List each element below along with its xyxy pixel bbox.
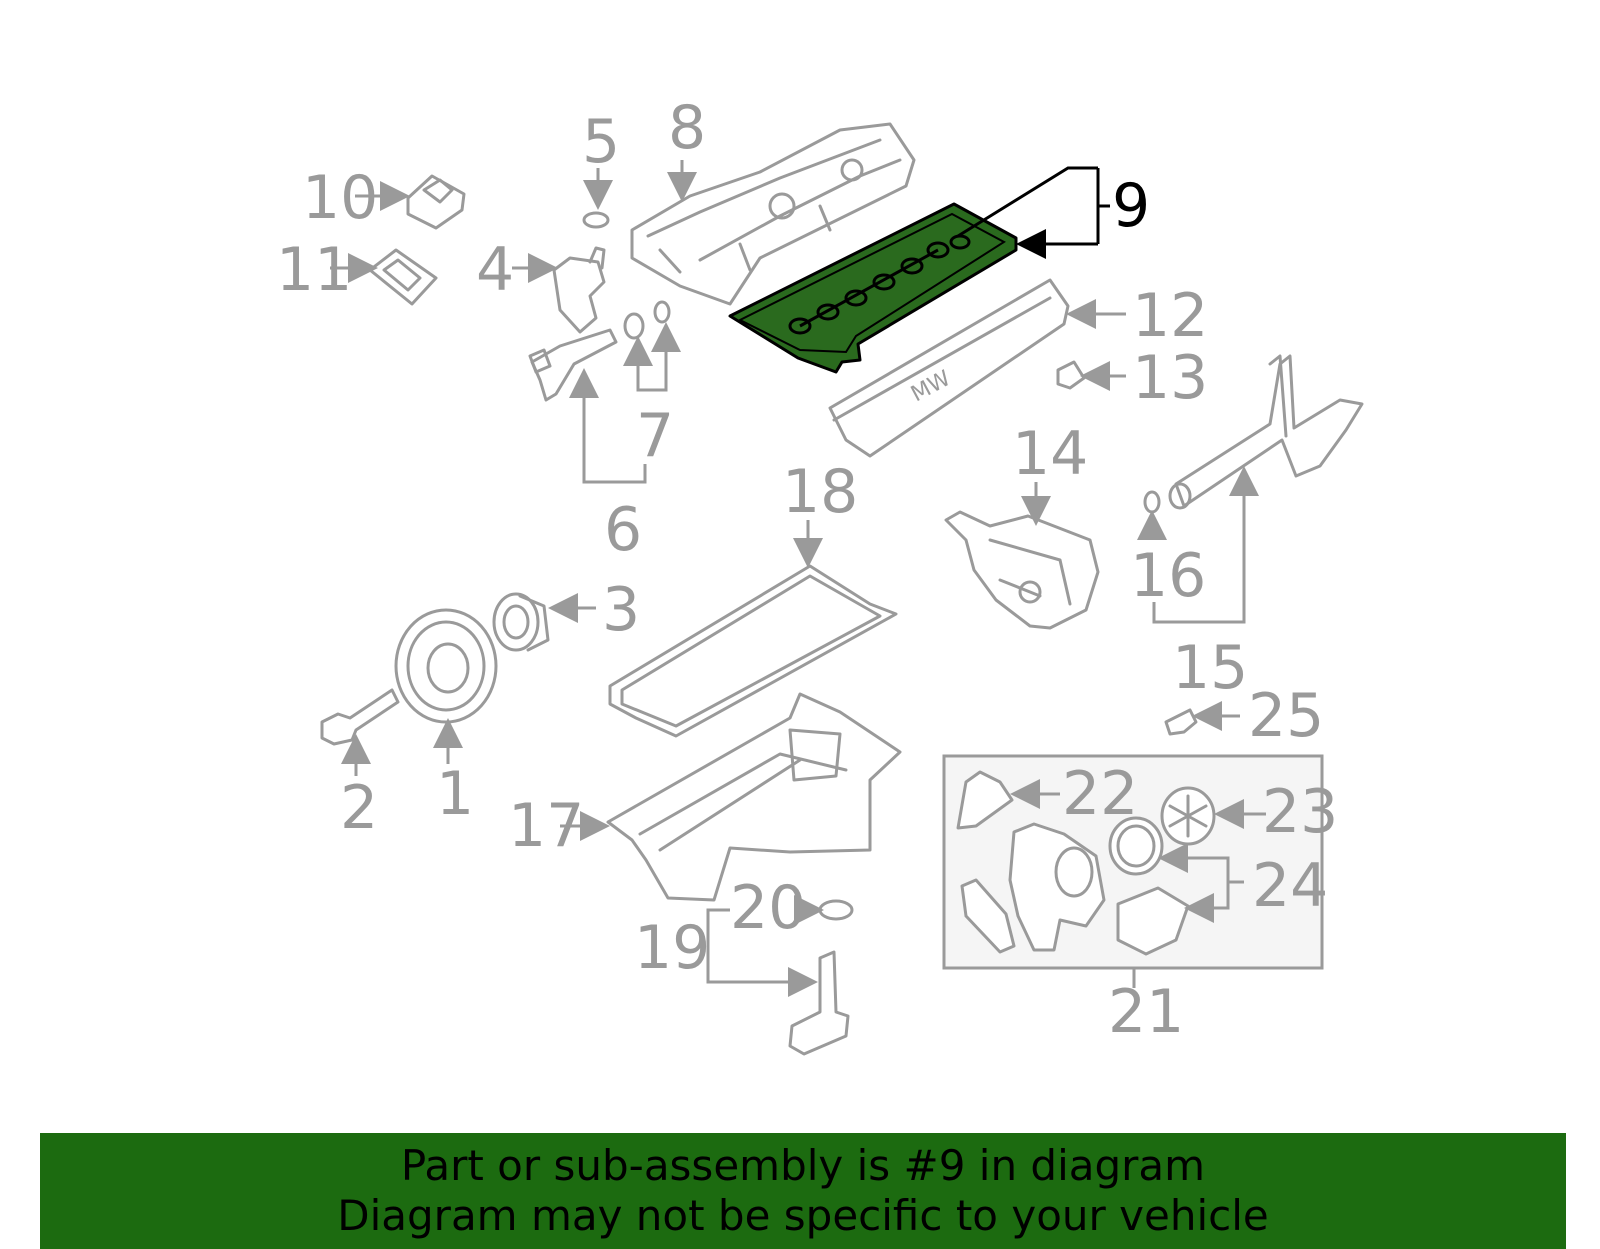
part-17-oil-pan — [560, 692, 902, 902]
callout-13: 13 — [1132, 343, 1208, 413]
part-23-cap — [1160, 786, 1266, 846]
callout-8: 8 — [668, 93, 706, 163]
part-15-tube — [1152, 354, 1364, 624]
callout-21: 21 — [1108, 977, 1184, 1047]
part-8-valve-cover — [630, 122, 916, 306]
part-22-gasket — [956, 770, 1060, 830]
callout-10: 10 — [302, 163, 378, 233]
part-11-gasket — [330, 248, 438, 306]
callout-23: 23 — [1262, 777, 1338, 847]
callout-22: 22 — [1062, 759, 1138, 829]
callout-5: 5 — [582, 107, 620, 177]
callout-14: 14 — [1012, 419, 1088, 489]
part-13-plug — [1056, 360, 1126, 391]
part-25-switch — [1164, 701, 1240, 736]
part-3-hub — [492, 592, 596, 652]
callout-1: 1 — [436, 759, 474, 829]
callout-3: 3 — [602, 575, 640, 645]
part-7-seals — [623, 300, 681, 392]
callout-16: 16 — [1130, 541, 1206, 611]
callout-24: 24 — [1252, 851, 1328, 921]
callout-6: 6 — [604, 495, 642, 565]
part-2-bolt — [320, 688, 400, 776]
banner-line-2: Diagram may not be specific to your vehi… — [337, 1191, 1269, 1240]
callout-18: 18 — [782, 457, 858, 527]
part-18-pan-gasket — [608, 520, 898, 738]
part-16-oring — [1137, 490, 1167, 540]
callout-19: 19 — [634, 913, 710, 983]
part-5-oring — [582, 168, 613, 229]
part-1-pulley — [394, 608, 498, 764]
part-4-sensor — [512, 246, 606, 334]
callout-15: 15 — [1172, 633, 1248, 703]
part-14-pump — [944, 482, 1100, 630]
part-19-plug — [706, 908, 850, 1056]
part-12-cover: MW — [828, 278, 1126, 458]
banner-line-1: Part or sub-assembly is #9 in diagram — [400, 1141, 1206, 1190]
callout-2: 2 — [340, 773, 378, 843]
callout-12: 12 — [1132, 281, 1208, 351]
callout-9: 9 — [1112, 171, 1150, 241]
part-9-gasket-highlighted — [728, 166, 1110, 374]
callout-7: 7 — [636, 401, 674, 471]
callout-4: 4 — [476, 235, 514, 305]
part-6-sensor — [528, 328, 647, 484]
callout-20: 20 — [730, 873, 806, 943]
part-20-oring — [794, 895, 854, 925]
callout-11: 11 — [276, 235, 352, 305]
part-10-cap — [355, 174, 466, 230]
info-banner: Part or sub-assembly is #9 in diagram Di… — [40, 1133, 1566, 1249]
part-21-group-box — [942, 754, 1324, 988]
callout-17: 17 — [508, 791, 584, 861]
part-24-filter — [1108, 816, 1244, 956]
callout-25: 25 — [1248, 681, 1324, 751]
